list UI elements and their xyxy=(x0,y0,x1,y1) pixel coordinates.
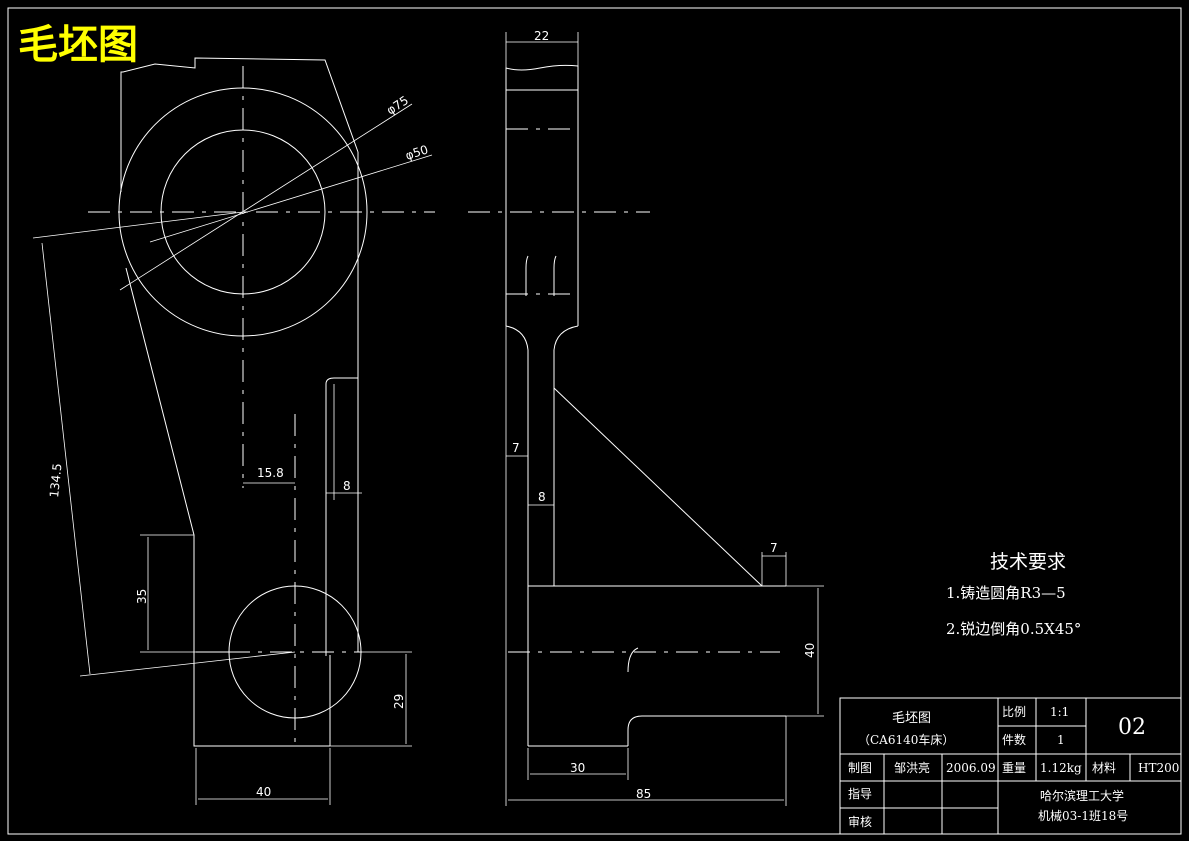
dim-40-front-label: 40 xyxy=(256,785,271,799)
dim-15-8-label: 15.8 xyxy=(257,466,284,480)
drawing-number: 02 xyxy=(1118,715,1146,740)
material-label: 材料 xyxy=(1092,761,1116,775)
side-view: 22 7 8 7 40 30 85 xyxy=(468,29,824,806)
scale-value: 1:1 xyxy=(1050,705,1069,719)
side-web-left xyxy=(505,325,529,746)
dim-22-label: 22 xyxy=(534,29,549,43)
review-label: 审核 xyxy=(848,814,872,829)
side-top-break xyxy=(505,64,579,90)
dim-8-front-label: 8 xyxy=(343,479,351,493)
qty-value: 1 xyxy=(1057,733,1065,747)
weight-label: 重量 xyxy=(1002,761,1026,775)
drawing-title: 毛坯图 xyxy=(18,22,138,68)
material-value: HT200 xyxy=(1138,761,1179,775)
dim-134-5-line xyxy=(41,242,91,675)
dim-7-left-label: 7 xyxy=(512,441,520,455)
dim-40-side-label: 40 xyxy=(803,643,817,658)
rib-top xyxy=(325,377,358,385)
guide-label: 指导 xyxy=(848,786,872,801)
tech-req-item-2: 2.锐边倒角0.5X45° xyxy=(946,620,1081,638)
qty-label: 件数 xyxy=(1002,732,1026,747)
drawn-date: 2006.09 xyxy=(946,761,996,775)
drawn-label: 制图 xyxy=(848,761,872,775)
school-name: 哈尔滨理工大学 xyxy=(1040,788,1124,803)
phi75-label: φ75 xyxy=(384,93,411,117)
side-rib-diagonal xyxy=(553,387,763,587)
drawn-by: 邹洪亮 xyxy=(894,760,930,775)
left-outline xyxy=(125,267,330,747)
phi75-leader xyxy=(119,103,413,291)
front-view: φ75 φ50 134.5 15.8 8 35 29 40 xyxy=(32,57,435,805)
part-subtitle: （CA6140车床） xyxy=(858,732,954,747)
tech-req-title: 技术要求 xyxy=(990,551,1066,573)
weight-value: 1.12kg xyxy=(1040,761,1082,775)
class-info: 机械03-1班18号 xyxy=(1038,808,1128,823)
dim-134-5-label: 134.5 xyxy=(47,463,65,499)
part-name: 毛坯图 xyxy=(892,711,931,726)
dim-30-label: 30 xyxy=(570,761,585,775)
top-outline xyxy=(120,57,359,192)
dim-35-label: 35 xyxy=(135,589,149,604)
tech-req-item-1: 1.铸造圆角R3—5 xyxy=(946,584,1066,602)
title-block: 毛坯图 （CA6140车床） 比例 1:1 件数 1 02 制图 邹洪亮 200… xyxy=(839,697,1182,835)
phi50-label: φ50 xyxy=(404,142,430,162)
side-base-step xyxy=(627,715,786,746)
dim-8-side-label: 8 xyxy=(538,490,546,504)
dim-7-right-label: 7 xyxy=(770,541,778,555)
dim-29-label: 29 xyxy=(392,694,406,709)
scale-label: 比例 xyxy=(1002,705,1026,719)
tech-requirements: 技术要求 1.铸造圆角R3—5 2.锐边倒角0.5X45° xyxy=(946,551,1081,638)
dim-85-label: 85 xyxy=(636,787,651,801)
side-web-right xyxy=(553,325,579,378)
phi50-leader xyxy=(149,154,433,243)
drawing-border xyxy=(7,7,1182,835)
